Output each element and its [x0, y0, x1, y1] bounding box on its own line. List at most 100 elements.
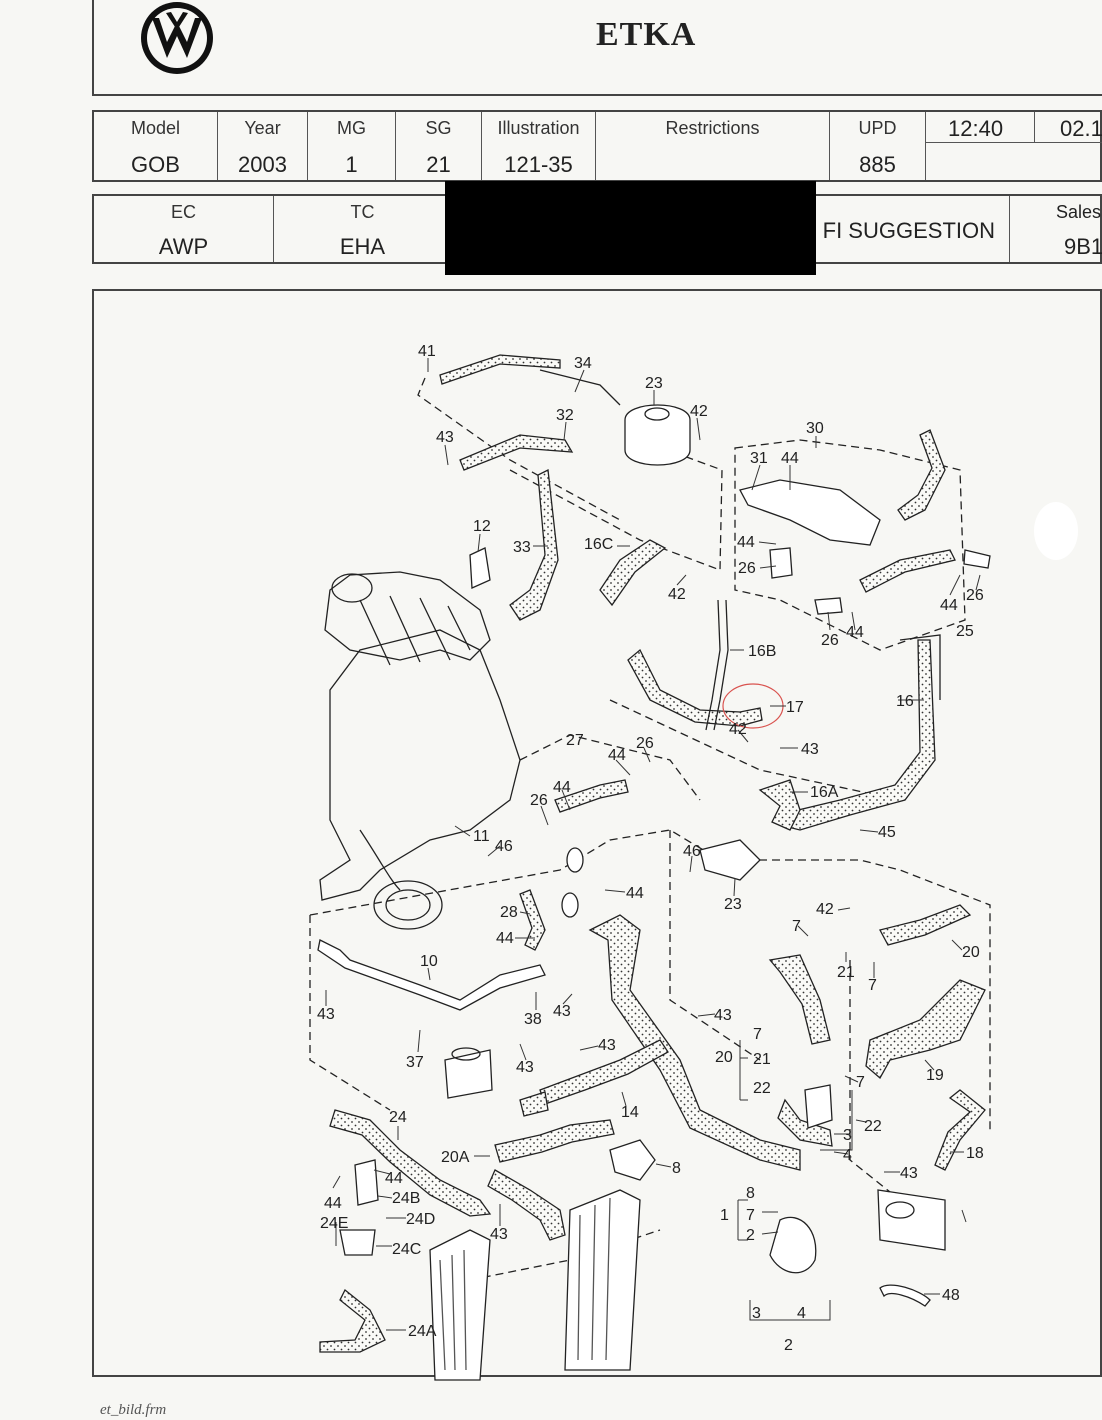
part-label: 26 [530, 792, 548, 809]
vw-logo-icon [141, 2, 213, 74]
part-label: 42 [729, 721, 747, 738]
year-value: 2003 [238, 152, 287, 177]
part-label: 3 [843, 1127, 852, 1144]
part-label: 44 [846, 624, 864, 641]
part-label: 26 [966, 587, 984, 604]
part-label: 32 [556, 407, 574, 424]
part-label: 16A [810, 784, 839, 801]
part-label: 44 [608, 747, 626, 764]
part-label: 24B [392, 1190, 420, 1207]
part-label: 44 [324, 1195, 342, 1212]
part-label: 34 [574, 355, 592, 372]
part-label: 24 [389, 1109, 407, 1126]
part-label: 24D [406, 1211, 435, 1228]
mg-value: 1 [345, 152, 358, 177]
date-value: 02.1 [1060, 116, 1102, 141]
part-label: 7 [856, 1074, 865, 1091]
ec-label: EC [170, 202, 196, 222]
cell-sales: Sales 9B1 [1010, 196, 1102, 262]
tc-label: TC [350, 202, 375, 222]
restrictions-label: Restrictions [665, 118, 760, 138]
cell-upd: UPD 885 [830, 112, 926, 180]
scan-artifact [1034, 502, 1078, 560]
part-label: 20 [715, 1049, 733, 1066]
part-label: 44 [781, 450, 799, 467]
part-label: 8 [746, 1185, 755, 1202]
model-label: Model [130, 118, 181, 138]
part-label: 44 [737, 534, 755, 551]
part-label: 46 [683, 843, 701, 860]
part-label: 43 [900, 1165, 918, 1182]
part-label: 26 [821, 632, 839, 649]
part-label: 45 [878, 824, 896, 841]
time-divider [1034, 112, 1035, 142]
part-label: 44 [385, 1170, 403, 1187]
part-label: 44 [496, 930, 514, 947]
part-label: 4 [843, 1147, 852, 1164]
part-label: 24A [408, 1323, 437, 1340]
sg-value: 21 [426, 152, 451, 177]
part-label: 31 [750, 450, 768, 467]
cell-fi: FI SUGGESTION [452, 196, 1010, 262]
part-label: 26 [738, 560, 756, 577]
part-label: 28 [500, 904, 518, 921]
part-label: 22 [753, 1080, 771, 1097]
cell-model: Model GOB [94, 112, 218, 180]
part-label: 26 [636, 735, 654, 752]
part-label: 2 [746, 1227, 755, 1244]
part-label: 7 [792, 918, 801, 935]
time-value: 12:40 [948, 116, 1004, 141]
part-label: 10 [420, 953, 438, 970]
cell-mg: MG 1 [308, 112, 396, 180]
cell-ec: EC AWP [94, 196, 274, 262]
part-label: 18 [966, 1145, 984, 1162]
part-label: 17 [786, 699, 804, 716]
part-label: 2 [784, 1337, 793, 1354]
part-label: 44 [626, 885, 644, 902]
illustration-value: 121-35 [504, 152, 573, 177]
part-label: 1 [720, 1207, 729, 1224]
part-label: 24E [320, 1215, 348, 1232]
footer-filename: et_bild.frm [100, 1402, 167, 1418]
year-label: Year [244, 118, 281, 138]
part-label: 7 [746, 1207, 755, 1224]
part-label: 12 [473, 518, 491, 535]
model-value: GOB [131, 152, 180, 177]
info-table-1: Model GOB Year 2003 MG 1 SG 21 Illustrat… [92, 110, 1102, 182]
part-label: 4 [797, 1305, 806, 1322]
part-label: 42 [690, 403, 708, 420]
part-label: 19 [926, 1067, 944, 1084]
part-label: 14 [621, 1104, 639, 1121]
part-label: 27 [566, 732, 584, 749]
upd-value: 885 [859, 152, 896, 177]
part-label: 48 [942, 1287, 960, 1304]
part-label: 3 [752, 1305, 761, 1322]
header-frame [92, 0, 1102, 96]
cell-year: Year 2003 [218, 112, 308, 180]
part-label: 38 [524, 1011, 542, 1028]
upd-label: UPD [858, 118, 897, 138]
part-label: 16C [584, 536, 613, 553]
part-label: 44 [940, 597, 958, 614]
part-label: 43 [436, 429, 454, 446]
redaction-block [445, 181, 816, 275]
part-label: 8 [672, 1160, 681, 1177]
part-label: 43 [801, 741, 819, 758]
cell-sg: SG 21 [396, 112, 482, 180]
part-label: 11 [473, 828, 490, 845]
cell-restrictions: Restrictions [596, 112, 830, 180]
part-label: 41 [418, 343, 436, 360]
part-label: 43 [553, 1003, 571, 1020]
part-label: 25 [956, 623, 974, 640]
part-label: 43 [490, 1226, 508, 1243]
sales-value: 9B1 [1064, 234, 1102, 259]
part-label: 22 [864, 1118, 882, 1135]
part-label: 16B [748, 643, 776, 660]
illustration-label: Illustration [497, 118, 580, 138]
part-label: 20 [962, 944, 980, 961]
part-label: 7 [868, 977, 877, 994]
sales-label: Sales [1056, 202, 1102, 222]
part-label: 44 [553, 779, 571, 796]
part-label: 33 [513, 539, 531, 556]
